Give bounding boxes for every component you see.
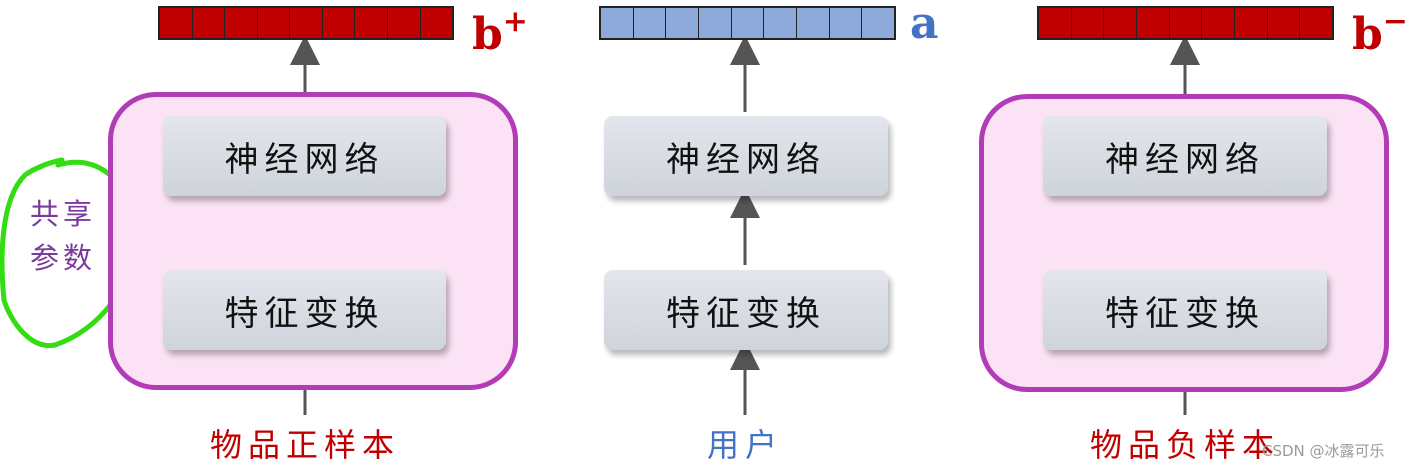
right-vector-label-sup: − [1382,4,1408,39]
right-caption: 物品负样本 [1089,426,1280,464]
middle-neural-network-block: 神经网络 [604,116,888,196]
left-output-vector [158,6,454,40]
left-feature-transform-block: 特征变换 [163,270,446,350]
left-vector-label-base: b [472,9,503,60]
shared-params-label: 共享 参数 [30,192,96,280]
left-neural-network-block: 神经网络 [163,116,446,196]
left-vector-label: b+ [472,0,528,57]
right-vector-label: b− [1352,0,1408,57]
shared-params-line1: 共享 [30,197,97,231]
left-caption: 物品正样本 [209,426,400,464]
middle-vector-label-base: a [910,0,939,49]
right-output-vector [1037,6,1334,40]
middle-output-vector [599,6,896,40]
right-vector-label-base: b [1352,9,1383,60]
middle-vector-label: a [910,2,939,46]
watermark: CSDN @冰露可乐 [1262,442,1385,460]
middle-feature-transform-block: 特征变换 [604,270,888,350]
left-vector-label-sup: + [502,4,528,39]
shared-params-line2: 参数 [30,241,97,275]
middle-caption: 用户 [706,426,783,464]
right-feature-transform-block: 特征变换 [1043,270,1327,350]
right-neural-network-block: 神经网络 [1043,116,1327,196]
